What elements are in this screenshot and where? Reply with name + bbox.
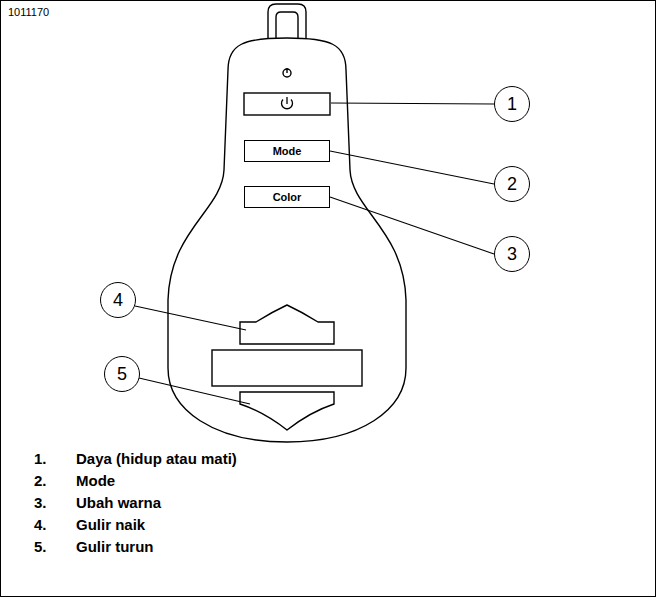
list-number: 5. (34, 538, 47, 555)
list-number: 4. (34, 516, 47, 533)
scroll-up-button (240, 305, 334, 344)
part-name: Daya (hidup atau mati) (76, 450, 237, 467)
scroll-bar (212, 350, 362, 386)
part-name: Mode (76, 472, 115, 489)
callout-text: 5 (117, 364, 127, 385)
leader-line (139, 378, 250, 404)
mode-button: Mode (244, 140, 330, 162)
scroll-down-button (240, 392, 334, 430)
leader-line (135, 306, 246, 330)
callout-number: 3 (494, 236, 530, 272)
part-name: Gulir turun (76, 538, 154, 555)
callout-number: 2 (494, 166, 530, 202)
button-label: Mode (273, 145, 302, 157)
figure-code: 1011170 (8, 6, 49, 18)
leader-line (330, 197, 494, 254)
callout-number: 4 (100, 282, 136, 318)
callout-text: 2 (507, 174, 517, 195)
list-number: 1. (34, 450, 47, 467)
status-led (283, 68, 291, 77)
fob-body (168, 38, 406, 442)
power-icon (282, 97, 293, 109)
callout-number: 1 (494, 86, 530, 122)
color-button: Color (244, 186, 330, 208)
button-label: Color (273, 191, 302, 203)
callout-number: 5 (104, 356, 140, 392)
leader-line (330, 151, 494, 184)
callout-text: 4 (113, 290, 123, 311)
list-number: 2. (34, 472, 47, 489)
list-number: 3. (34, 494, 47, 511)
leader-line (331, 103, 494, 104)
power-button (244, 93, 330, 115)
callout-text: 1 (507, 94, 517, 115)
callout-text: 3 (507, 244, 517, 265)
part-name: Gulir naik (76, 516, 145, 533)
part-name: Ubah warna (76, 494, 161, 511)
